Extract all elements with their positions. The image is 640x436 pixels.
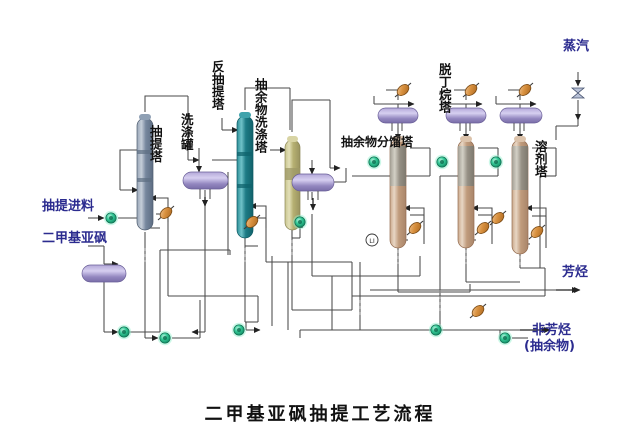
pump-nonaromatic	[497, 330, 513, 346]
output-label-non-aromatics: 非芳烃	[532, 323, 572, 338]
debutanizer-column-2	[457, 136, 475, 249]
pump-wash	[292, 214, 308, 230]
pump-solvent	[116, 324, 132, 340]
heat-exchanger-deb2-bottom	[474, 219, 492, 237]
heat-exchanger-deb1-bottom	[406, 219, 424, 237]
instrument-bubble-icon: LI	[365, 233, 379, 247]
page-title: 二甲基亚砜抽提工艺流程	[204, 404, 436, 425]
raffinate-fractionator-drum	[291, 173, 335, 211]
equipment-label-solvent-column: 溶剂塔	[532, 140, 548, 178]
pump-raffinate	[231, 322, 247, 338]
heat-exchanger-bottom-line	[469, 302, 487, 320]
output-label-non-aromatics-sub: (抽余物)	[524, 339, 575, 354]
equipment-label-raffinate-wash: 抽余物洗涤塔	[252, 78, 268, 153]
pump-deb2	[434, 154, 450, 170]
pump-solvent-col	[488, 154, 504, 170]
solvent-surge-drum	[81, 264, 127, 283]
wash-drum	[182, 171, 229, 207]
heat-exchanger-solv-bottom	[528, 223, 546, 241]
heat-exchanger-solv-top	[516, 81, 534, 99]
equipment-label-wash-drum: 洗涤罐	[178, 113, 194, 151]
debutanizer-column-1	[389, 136, 407, 249]
pump-feed	[103, 210, 119, 226]
solvent-column	[511, 136, 529, 255]
input-label-feed: 抽提进料	[42, 199, 95, 214]
input-label-steam: 蒸汽	[563, 39, 590, 54]
pipe-network	[88, 72, 581, 341]
equipment-label-raffinate-fractionator: 抽余物分馏塔	[341, 135, 414, 149]
valve-icon	[570, 87, 586, 99]
pump-column-base	[157, 330, 173, 346]
equipment-label-extraction-column: 抽提塔	[147, 125, 163, 163]
reflux-drum-3	[499, 107, 543, 131]
equipment-label-debutanizer: 脱丁烷塔	[436, 63, 452, 113]
reflux-drum-1	[377, 107, 419, 131]
pump-bottom-mid	[428, 322, 444, 338]
heat-exchanger-extraction	[157, 204, 175, 222]
reflux-drum-2	[445, 107, 487, 131]
extraction-column	[136, 114, 154, 231]
raffinate-frac-text: 抽余物分馏塔	[341, 135, 414, 149]
pump-deb1	[366, 154, 382, 170]
heat-exchanger-deb1-top	[394, 81, 412, 99]
output-label-aromatics: 芳烃	[562, 265, 589, 280]
svg-text:LI: LI	[369, 237, 375, 245]
heat-exchanger-deb2-top	[462, 81, 480, 99]
back-extraction-column	[236, 112, 254, 239]
equipment-label-back-extraction-column: 反抽提塔	[209, 60, 225, 110]
input-label-solvent: 二甲基亚砜	[42, 231, 108, 246]
